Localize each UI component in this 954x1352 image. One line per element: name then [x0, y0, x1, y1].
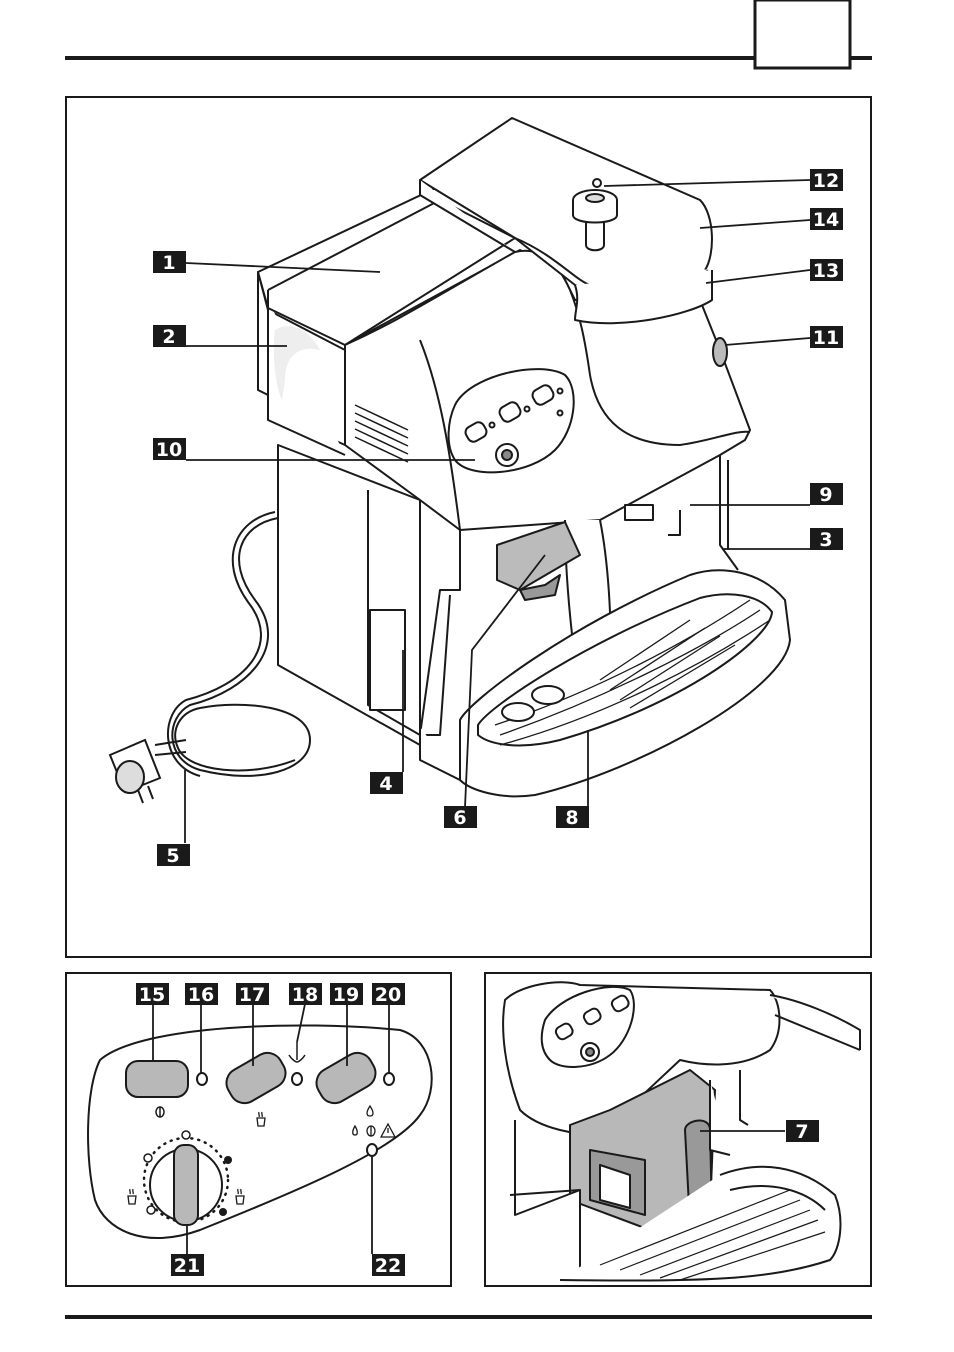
svg-text:11: 11	[813, 327, 839, 349]
callout-13: 13	[810, 259, 843, 282]
svg-text:9: 9	[819, 484, 832, 506]
callout-6: 6	[444, 806, 477, 829]
svg-text:1: 1	[162, 252, 175, 274]
svg-text:22: 22	[375, 1255, 401, 1277]
callout-2: 2	[153, 325, 186, 348]
callout-11: 11	[810, 326, 843, 349]
callout-7: 7	[786, 1120, 819, 1143]
callout-16: 16	[185, 983, 218, 1006]
callout-5: 5	[157, 844, 190, 867]
coffee-machine-drawing	[258, 118, 790, 796]
svg-text:19: 19	[333, 984, 359, 1006]
svg-text:5: 5	[166, 845, 179, 867]
callout-19: 19	[330, 983, 363, 1006]
svg-text:3: 3	[819, 529, 832, 551]
svg-text:6: 6	[453, 807, 466, 829]
svg-text:4: 4	[379, 773, 392, 795]
callout-14: 14	[810, 208, 843, 231]
svg-text:10: 10	[156, 439, 182, 461]
svg-text:20: 20	[375, 984, 401, 1006]
callout-18: 18	[289, 983, 322, 1006]
main-figure: 1 2 10 12 14 13 11 9 3 4 6 8 5	[66, 97, 871, 957]
indicator-22	[367, 1144, 377, 1156]
page-tab	[755, 0, 850, 68]
svg-text:13: 13	[813, 260, 839, 282]
svg-text:12: 12	[813, 170, 839, 192]
control-panel-figure: 15 16 17 18 19 20 21 22	[66, 973, 451, 1286]
svg-text:21: 21	[174, 1255, 200, 1277]
power-plug-icon	[110, 740, 160, 803]
callout-4: 4	[370, 772, 403, 795]
indicator-20	[384, 1073, 394, 1085]
svg-text:18: 18	[292, 984, 318, 1006]
svg-text:16: 16	[188, 984, 214, 1006]
callout-21: 21	[171, 1254, 204, 1277]
callout-1: 1	[153, 251, 186, 274]
svg-text:7: 7	[795, 1121, 808, 1143]
callout-12: 12	[810, 169, 843, 192]
svg-text:2: 2	[162, 326, 175, 348]
brew-unit-figure: 7	[485, 973, 871, 1286]
svg-text:17: 17	[239, 984, 265, 1006]
callout-15: 15	[136, 983, 169, 1006]
page-header	[65, 0, 872, 68]
indicator-16	[197, 1073, 207, 1085]
callout-9: 9	[810, 483, 843, 506]
indicator-18	[292, 1073, 302, 1085]
svg-text:15: 15	[139, 984, 165, 1006]
callout-17: 17	[236, 983, 269, 1006]
callout-22: 22	[372, 1254, 405, 1277]
svg-text:14: 14	[813, 209, 839, 231]
callout-20: 20	[372, 983, 405, 1006]
button-15	[126, 1061, 188, 1097]
callout-8: 8	[556, 806, 589, 829]
callout-3: 3	[810, 528, 843, 551]
callout-10: 10	[153, 438, 186, 461]
svg-text:8: 8	[565, 807, 578, 829]
